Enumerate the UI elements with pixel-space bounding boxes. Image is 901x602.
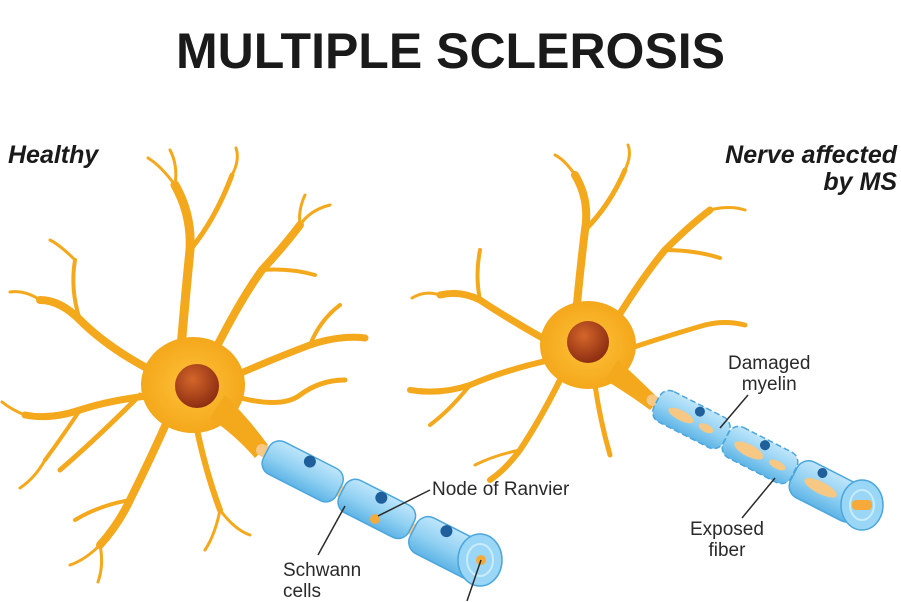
schwann-callout-line — [317, 505, 346, 556]
exposed-label-line2: fiber — [708, 540, 746, 561]
myelin-segment — [337, 478, 417, 540]
fiber-callout-line — [466, 559, 482, 601]
schwann-cells-label: Schwann cells — [283, 560, 361, 602]
schwann-nucleus — [817, 467, 828, 478]
myelin-segment — [261, 440, 344, 503]
page-title: MULTIPLE SCLEROSIS — [175, 23, 726, 79]
ms-axon-hillock — [605, 360, 660, 410]
schwann-label-line1: Schwann — [283, 560, 362, 581]
damaged-myelin-label: Damaged myelin — [728, 353, 810, 395]
ms-label-line1: Nerve affected — [725, 141, 897, 169]
schwann-nucleus — [759, 440, 770, 451]
schwann-nucleus — [375, 491, 388, 504]
damaged-label-line1: Damaged — [728, 353, 811, 374]
node-of-ranvier-label: Node of Ranvier — [432, 479, 570, 500]
ms-dendrites — [407, 143, 748, 483]
healthy-nucleus — [175, 364, 219, 408]
ms-axon — [646, 389, 884, 531]
schwann-nucleus — [694, 406, 705, 417]
ms-nucleus — [567, 321, 609, 363]
node-of-ranvier-marker — [370, 514, 380, 524]
ms-panel-label: Nerve affected by MS — [725, 142, 897, 196]
ms-label-line2: by MS — [823, 168, 897, 196]
healthy-panel-label: Healthy — [8, 141, 99, 169]
healthy-axon — [256, 440, 503, 587]
damaged-label-line2: myelin — [741, 374, 797, 395]
damaged-callout-line — [719, 394, 749, 429]
healthy-axon-hillock — [210, 395, 268, 458]
healthy-neuron — [0, 146, 503, 601]
ms-neuron — [407, 143, 884, 531]
node-callout-line — [377, 489, 431, 517]
schwann-nucleus — [303, 455, 316, 468]
exposed-callout-line — [741, 477, 776, 519]
exposed-fiber-label: Exposed fiber — [690, 519, 764, 561]
healthy-dendrites — [0, 146, 369, 584]
schwann-label-line2: cells — [283, 581, 322, 602]
schwann-nucleus — [440, 525, 453, 538]
exposed-label-line1: Exposed — [690, 519, 764, 540]
